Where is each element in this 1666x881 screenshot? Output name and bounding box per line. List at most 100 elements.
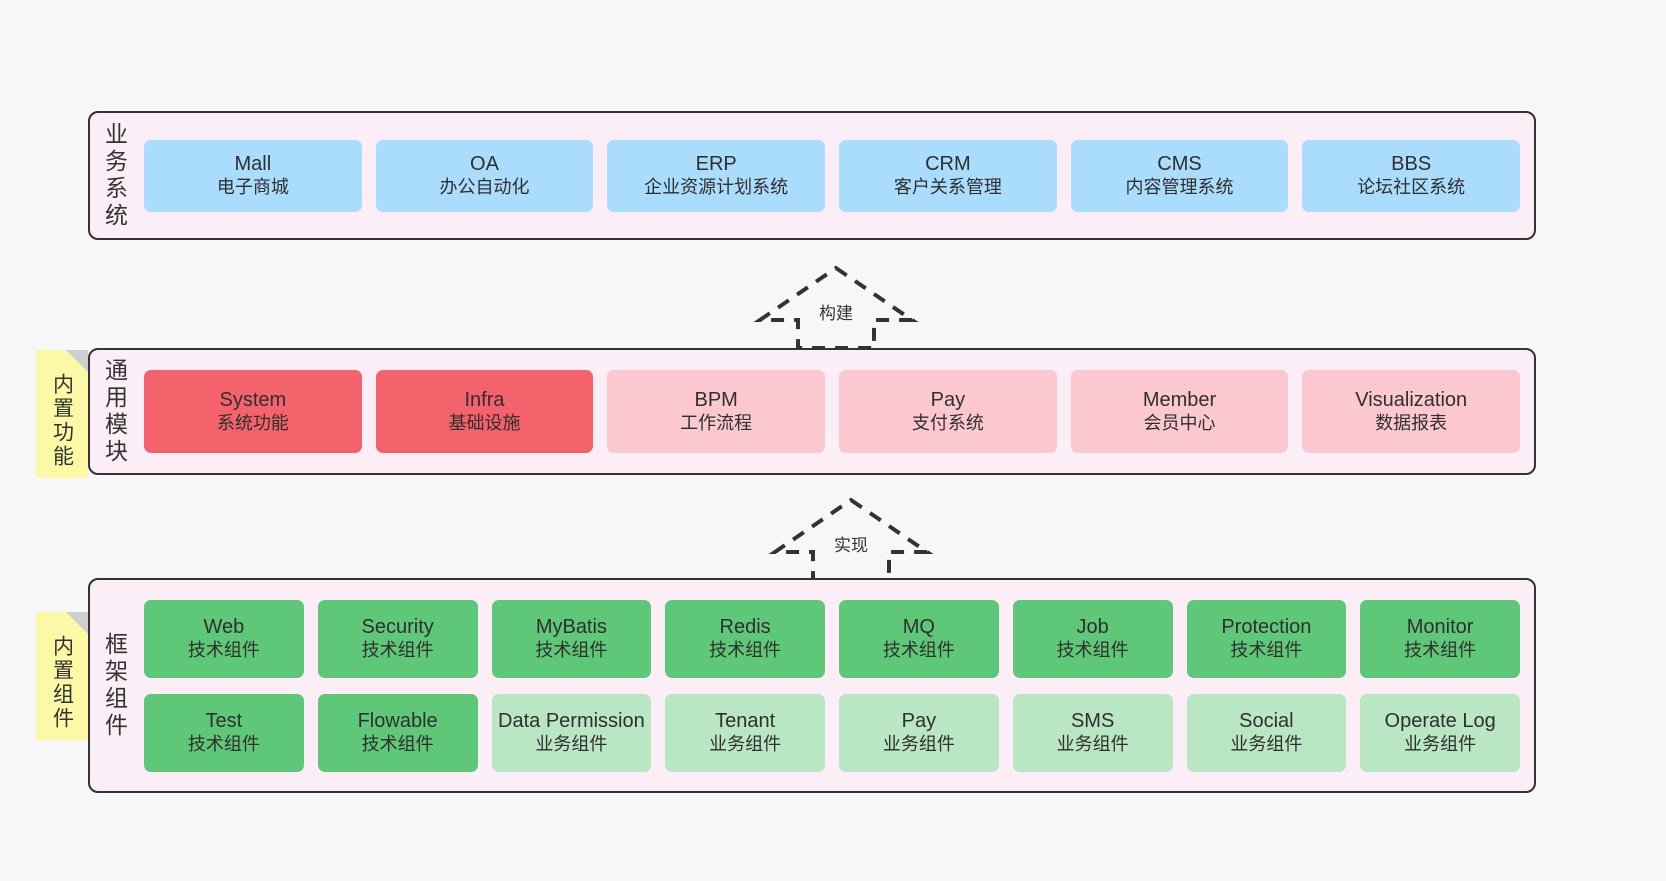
- layer-framework-title: 框架组件: [101, 631, 128, 740]
- card-title: Job: [1076, 616, 1109, 639]
- card-title: Visualization: [1355, 389, 1468, 412]
- card-subtitle: 技术组件: [1230, 639, 1303, 660]
- card-system[interactable]: System 系统功能: [144, 370, 362, 453]
- card-tenant[interactable]: Tenant 业务组件: [665, 693, 825, 772]
- card-subtitle: 论坛社区系统: [1357, 176, 1466, 197]
- card-subtitle: 企业资源计划系统: [644, 176, 789, 197]
- card-monitor[interactable]: Monitor 技术组件: [1360, 599, 1520, 678]
- card-title: Web: [203, 616, 245, 639]
- card-bpm[interactable]: BPM 工作流程: [607, 370, 826, 453]
- card-subtitle: 业务组件: [1404, 733, 1477, 754]
- framework-card-row-2: Test 技术组件 Flowable 技术组件 Data Permission …: [138, 693, 1526, 772]
- card-subtitle: 办公自动化: [439, 176, 530, 197]
- card-mybatis[interactable]: MyBatis 技术组件: [491, 599, 652, 678]
- card-title: Operate Log: [1384, 710, 1496, 733]
- arrow-build: 构建: [746, 260, 926, 355]
- card-subtitle: 工作流程: [680, 412, 753, 433]
- card-flowable[interactable]: Flowable 技术组件: [317, 693, 478, 772]
- card-subtitle: 支付系统: [911, 412, 984, 433]
- card-web[interactable]: Web 技术组件: [144, 599, 304, 678]
- note-builtin-function: 内置功能: [36, 350, 88, 478]
- card-subtitle: 技术组件: [1056, 639, 1129, 660]
- card-oa[interactable]: OA 办公自动化: [375, 139, 594, 212]
- card-visualization[interactable]: Visualization 数据报表: [1302, 370, 1521, 453]
- card-title: SMS: [1070, 710, 1115, 733]
- card-subtitle: 业务组件: [535, 733, 608, 754]
- card-subtitle: 内容管理系统: [1125, 176, 1234, 197]
- card-subtitle: 数据报表: [1375, 412, 1448, 433]
- card-subtitle: 技术组件: [709, 639, 782, 660]
- card-subtitle: 会员中心: [1143, 412, 1216, 433]
- arrow-implement-label: 实现: [834, 536, 868, 555]
- card-title: BBS: [1391, 153, 1432, 176]
- card-title: Test: [205, 710, 243, 733]
- card-title: System: [219, 389, 287, 412]
- layer-business-title: 业务系统: [101, 121, 128, 230]
- card-title: OA: [470, 153, 499, 176]
- layer-business-body: Mall 电子商城 OA 办公自动化 ERP 企业资源计划系统 CRM 客户关系…: [138, 113, 1534, 238]
- card-subtitle: 技术组件: [361, 733, 434, 754]
- card-job[interactable]: Job 技术组件: [1012, 599, 1173, 678]
- arrow-implement: 实现: [761, 492, 941, 587]
- common-card-row: System 系统功能 Infra 基础设施 BPM 工作流程 Pay 支付系统…: [138, 370, 1526, 453]
- card-test[interactable]: Test 技术组件: [144, 693, 304, 772]
- layer-framework-body: Web 技术组件 Security 技术组件 MyBatis 技术组件 Redi…: [138, 580, 1534, 791]
- card-subtitle: 业务组件: [882, 733, 955, 754]
- card-sms[interactable]: SMS 业务组件: [1012, 693, 1173, 772]
- note-builtin-component-label: 内置组件: [50, 635, 74, 731]
- card-pay[interactable]: Pay 支付系统: [839, 370, 1057, 453]
- card-member[interactable]: Member 会员中心: [1070, 370, 1289, 453]
- layer-framework-component: 框架组件 Web 技术组件 Security 技术组件 MyBatis 技术组件…: [88, 578, 1536, 793]
- card-subtitle: 业务组件: [1230, 733, 1303, 754]
- card-title: Redis: [719, 616, 771, 639]
- card-mq[interactable]: MQ 技术组件: [839, 599, 999, 678]
- card-title: Protection: [1221, 616, 1312, 639]
- card-infra[interactable]: Infra 基础设施: [375, 370, 594, 453]
- card-title: MyBatis: [535, 616, 607, 639]
- card-subtitle: 客户关系管理: [893, 176, 1002, 197]
- card-erp[interactable]: ERP 企业资源计划系统: [607, 139, 826, 212]
- card-subtitle: 技术组件: [1404, 639, 1477, 660]
- card-title: Monitor: [1406, 616, 1474, 639]
- card-redis[interactable]: Redis 技术组件: [665, 599, 825, 678]
- card-subtitle: 业务组件: [709, 733, 782, 754]
- card-title: Social: [1239, 710, 1294, 733]
- arrow-build-label: 构建: [819, 304, 853, 323]
- card-title: MQ: [902, 616, 935, 639]
- card-subtitle: 技术组件: [361, 639, 434, 660]
- card-title: Data Permission: [498, 710, 645, 733]
- note-builtin-component: 内置组件: [36, 612, 88, 740]
- layer-business-system: 业务系统 Mall 电子商城 OA 办公自动化 ERP 企业资源计划系统 CRM…: [88, 111, 1536, 240]
- card-data-permission[interactable]: Data Permission 业务组件: [491, 693, 652, 772]
- card-subtitle: 技术组件: [882, 639, 955, 660]
- card-cms[interactable]: CMS 内容管理系统: [1070, 139, 1289, 212]
- card-title: CRM: [925, 153, 971, 176]
- framework-card-row-1: Web 技术组件 Security 技术组件 MyBatis 技术组件 Redi…: [138, 599, 1526, 678]
- card-subtitle: 业务组件: [1056, 733, 1129, 754]
- card-social[interactable]: Social 业务组件: [1186, 693, 1347, 772]
- business-card-row: Mall 电子商城 OA 办公自动化 ERP 企业资源计划系统 CRM 客户关系…: [138, 139, 1526, 212]
- card-title: Pay: [901, 710, 937, 733]
- layer-common-body: System 系统功能 Infra 基础设施 BPM 工作流程 Pay 支付系统…: [138, 350, 1534, 473]
- card-subtitle: 技术组件: [535, 639, 608, 660]
- card-title: ERP: [695, 153, 737, 176]
- card-title: Security: [361, 616, 434, 639]
- card-subtitle: 基础设施: [448, 412, 521, 433]
- layer-common-module: 通用模块 System 系统功能 Infra 基础设施 BPM 工作流程 Pay…: [88, 348, 1536, 475]
- card-operate-log[interactable]: Operate Log 业务组件: [1360, 693, 1520, 772]
- note-builtin-function-label: 内置功能: [50, 373, 74, 469]
- card-title: CMS: [1157, 153, 1202, 176]
- card-title: Infra: [464, 389, 505, 412]
- card-title: Member: [1142, 389, 1217, 412]
- card-bbs[interactable]: BBS 论坛社区系统: [1302, 139, 1521, 212]
- card-security[interactable]: Security 技术组件: [317, 599, 478, 678]
- card-title: Flowable: [357, 710, 438, 733]
- card-crm[interactable]: CRM 客户关系管理: [839, 139, 1057, 212]
- card-pay-component[interactable]: Pay 业务组件: [839, 693, 999, 772]
- card-subtitle: 电子商城: [216, 176, 289, 197]
- card-mall[interactable]: Mall 电子商城: [144, 139, 362, 212]
- card-title: BPM: [694, 389, 738, 412]
- card-title: Mall: [234, 153, 272, 176]
- card-protection[interactable]: Protection 技术组件: [1186, 599, 1347, 678]
